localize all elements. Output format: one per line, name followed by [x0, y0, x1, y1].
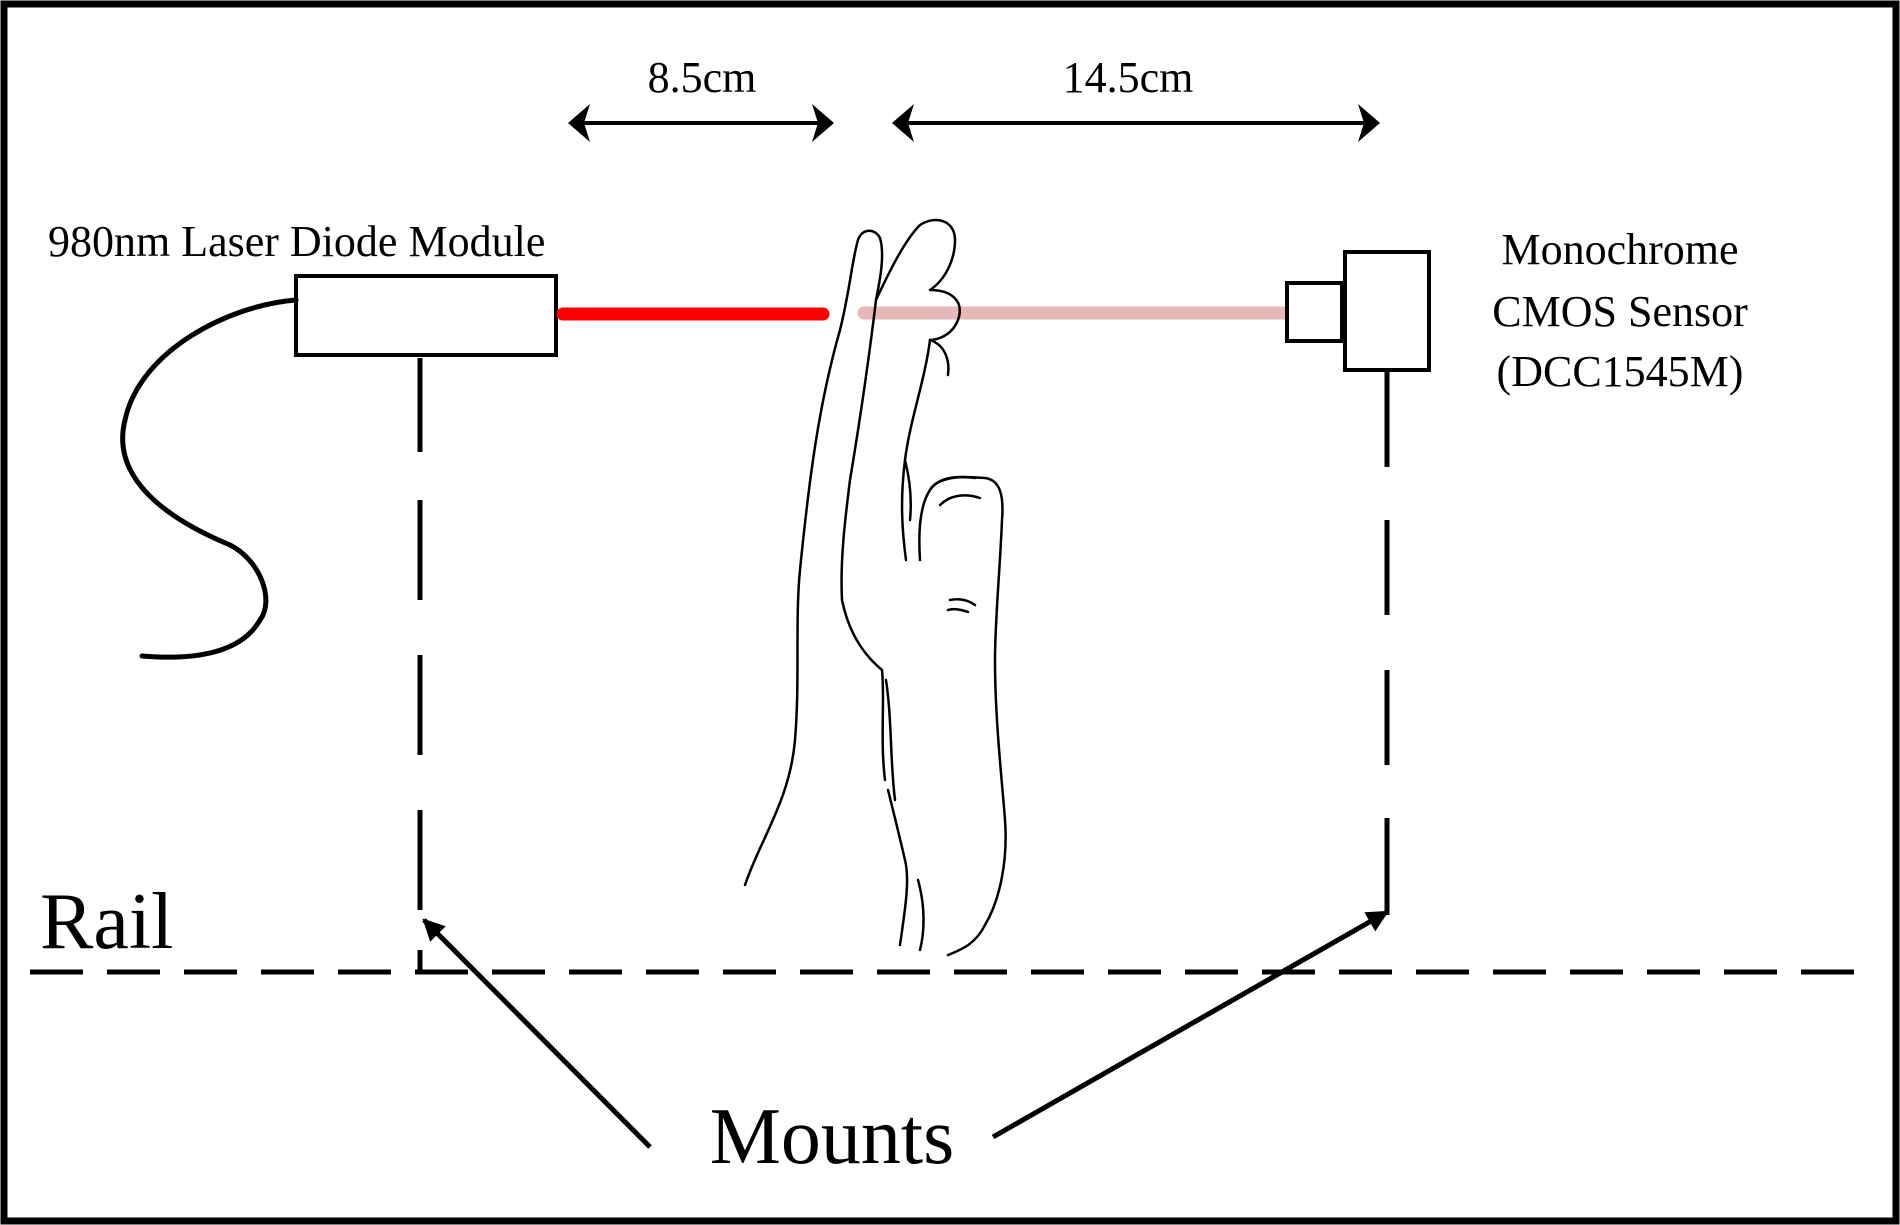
distance-left-label: 8.5cm — [648, 53, 757, 102]
mount-arrow-left — [422, 918, 652, 1149]
hand-sketch — [743, 218, 1007, 957]
sensor-label-line3: (DCC1545M) — [1497, 347, 1744, 396]
dimension-arrow-right — [892, 104, 1380, 142]
distance-right-label: 14.5cm — [1063, 53, 1194, 102]
sensor-body — [1343, 250, 1431, 372]
mounts-label: Mounts — [710, 1093, 955, 1181]
laser-module-box — [294, 274, 558, 357]
laser-cable — [120, 297, 299, 660]
sensor-label-line1: Monochrome — [1501, 225, 1738, 274]
dimension-arrow-left — [568, 104, 834, 142]
sensor-lens — [1285, 281, 1344, 343]
rail-label: Rail — [40, 878, 173, 966]
sensor-label-line2: CMOS Sensor — [1492, 287, 1748, 336]
laser-module-label: 980nm Laser Diode Module — [48, 217, 545, 266]
mount-arrow-right — [991, 909, 1389, 1140]
